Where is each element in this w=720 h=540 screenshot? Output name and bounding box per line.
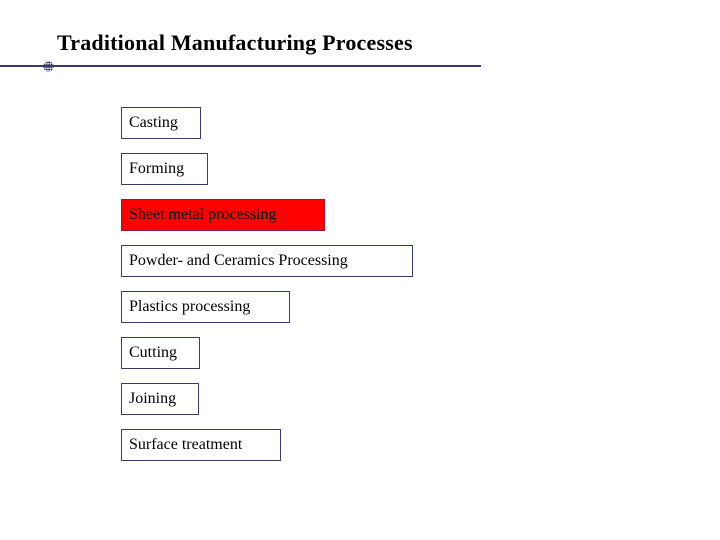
process-box[interactable]: Casting <box>121 107 201 139</box>
process-box[interactable]: Surface treatment <box>121 429 281 461</box>
process-box[interactable]: Cutting <box>121 337 200 369</box>
process-box[interactable]: Powder- and Ceramics Processing <box>121 245 413 277</box>
page-title: Traditional Manufacturing Processes <box>57 30 413 55</box>
process-box[interactable]: Forming <box>121 153 208 185</box>
dotted-diamond-ornament-icon <box>41 59 56 74</box>
process-box[interactable]: Plastics processing <box>121 291 290 323</box>
process-box[interactable]: Joining <box>121 383 199 415</box>
title-divider-rule <box>0 65 481 67</box>
process-box[interactable]: Sheet metal processing <box>121 199 325 231</box>
